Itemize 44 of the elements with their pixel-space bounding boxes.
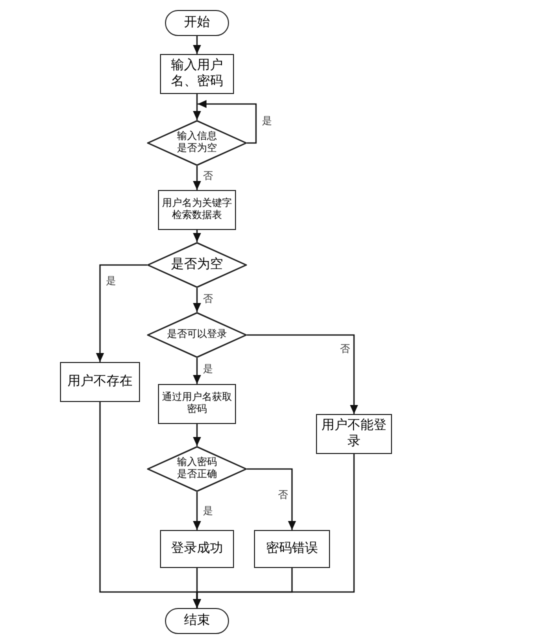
process-text: 通过用户名获取密码 [161, 392, 233, 416]
process-text: 输入用户名、密码 [170, 58, 224, 90]
flow-arrow [192, 288, 202, 312]
flow-arrow [192, 36, 202, 54]
edge-label: 否 [278, 490, 288, 502]
flow-arrow [192, 94, 202, 120]
flow-arrow [192, 358, 202, 384]
flow-arrow [192, 424, 202, 446]
process-text: 密码错误 [266, 541, 318, 557]
flow-arrow [247, 468, 296, 530]
edge-label: 否 [203, 294, 213, 306]
decision-diamond [147, 242, 247, 288]
edge-label: 是 [262, 116, 272, 128]
process-text: 用户不存在 [68, 374, 132, 390]
flow-arrow [96, 264, 147, 362]
edge-label: 是 [203, 506, 213, 518]
decision-diamond [147, 446, 247, 492]
terminal-text: 结束 [184, 613, 210, 629]
process-text: 用户不能登录 [320, 418, 388, 450]
flow-arrow [192, 492, 202, 530]
process-box [60, 362, 140, 402]
process-box [160, 530, 234, 568]
decision-text: 输入信息是否为空 [176, 131, 218, 155]
flow-arrow [192, 454, 355, 608]
flow-arrow [192, 230, 202, 242]
process-box [158, 384, 236, 424]
edge-label: 是 [106, 276, 116, 288]
flow-arrow [192, 166, 202, 190]
terminal-text: 开始 [184, 15, 210, 31]
process-text: 用户名为关键字检索数据表 [161, 198, 233, 222]
flow-arrow [198, 100, 257, 144]
flow-arrow [247, 334, 358, 414]
process-box [160, 54, 234, 94]
decision-text: 输入密码是否正确 [176, 457, 218, 481]
edge-label: 否 [340, 344, 350, 356]
process-box [254, 530, 330, 568]
process-text: 登录成功 [171, 541, 223, 557]
decision-diamond [147, 120, 247, 166]
process-box [158, 190, 236, 230]
decision-text: 是否可以登录 [167, 329, 227, 341]
decision-diamond [147, 312, 247, 358]
decision-text: 是否为空 [171, 257, 223, 273]
edge-label: 是 [203, 364, 213, 376]
edge-label: 否 [203, 171, 213, 183]
